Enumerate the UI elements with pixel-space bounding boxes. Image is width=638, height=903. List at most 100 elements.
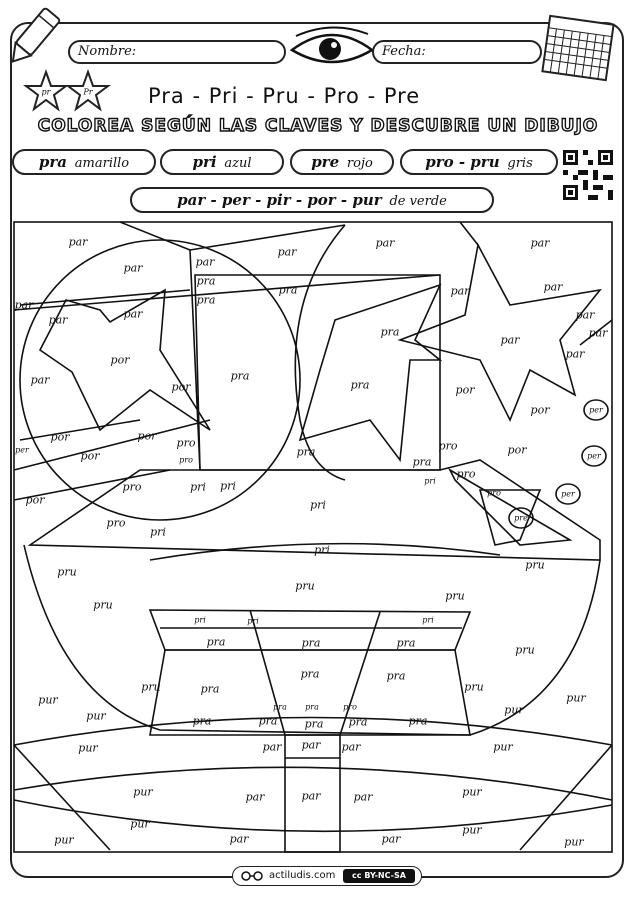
region-label: pru: [141, 680, 161, 694]
region-label: pri: [220, 479, 236, 493]
region-label: par: [375, 236, 395, 250]
region-label: par: [353, 790, 373, 804]
region-label: pra: [386, 669, 406, 683]
key-pra: pra amarillo: [12, 149, 156, 175]
key-pre: pre rojo: [290, 149, 394, 175]
region-label: pru: [445, 589, 465, 603]
region-label: per: [589, 405, 603, 415]
region-label: pru: [464, 680, 484, 694]
region-label: pra: [206, 635, 226, 649]
region-label: por: [171, 380, 191, 394]
region-label: par: [123, 307, 143, 321]
region-label: pur: [462, 785, 482, 799]
region-label: par: [195, 255, 215, 269]
region-label: pru: [525, 558, 545, 572]
footer-site: actiludis.com: [269, 870, 336, 881]
region-label: pra: [258, 714, 278, 728]
glasses-icon: [241, 871, 263, 881]
region-label: pra: [304, 717, 324, 731]
region-label: pur: [130, 817, 150, 831]
region-label: por: [110, 353, 130, 367]
region-label: pru: [515, 643, 535, 657]
region-label: par: [500, 333, 520, 347]
region-label: pro: [487, 488, 501, 498]
pencil-icon: [11, 7, 61, 63]
region-label: pra: [196, 274, 216, 288]
region-label: por: [507, 443, 527, 457]
region-label: par: [48, 313, 68, 327]
region-label: pro: [179, 455, 193, 465]
license-badge: cc BY-NC-SA: [343, 869, 415, 883]
region-label: pra: [300, 667, 320, 681]
region-label: pur: [504, 703, 524, 717]
region-label: pra: [396, 636, 416, 650]
region-label: pro: [456, 467, 476, 481]
eye-icon: [289, 26, 375, 64]
region-label: pri: [424, 476, 436, 486]
region-label: pro: [106, 516, 126, 530]
region-label: pro: [122, 480, 142, 494]
region-label: pru: [295, 579, 315, 593]
region-label: pra: [380, 325, 400, 339]
syllables-title: Pra - Pri - Pru - Pro - Pre: [148, 84, 421, 108]
calendar-icon: [541, 14, 615, 82]
region-label: pra: [348, 715, 368, 729]
region-label: pra: [305, 702, 319, 712]
region-label: pur: [133, 785, 153, 799]
region-label: par: [301, 789, 321, 803]
region-label: par: [30, 373, 50, 387]
region-label: pra: [230, 369, 250, 383]
region-label: par: [229, 832, 249, 846]
region-label: par: [450, 284, 470, 298]
region-label: per: [15, 445, 29, 455]
region-label: par: [123, 261, 143, 275]
region-label: par: [245, 790, 265, 804]
region-label: pur: [493, 740, 513, 754]
key-pri: pri azul: [160, 149, 284, 175]
region-label: par: [565, 347, 585, 361]
region-label: pur: [566, 691, 586, 705]
region-label: par: [543, 280, 563, 294]
region-label: pur: [38, 693, 58, 707]
region-label: pra: [412, 455, 432, 469]
region-label: pra: [350, 378, 370, 392]
region-label: par: [301, 738, 321, 752]
region-label: pur: [78, 741, 98, 755]
region-label: per: [561, 489, 575, 499]
region-label: par: [530, 236, 550, 250]
name-label: Nombre:: [78, 44, 137, 59]
footer-badge: actiludis.com cc BY-NC-SA: [232, 866, 422, 886]
region-label: par: [277, 245, 297, 259]
region-label: por: [25, 493, 45, 507]
region-label: per: [587, 451, 601, 461]
region-label: pro: [438, 439, 458, 453]
region-label: por: [530, 403, 550, 417]
key-pro-pru: pro - pru gris: [400, 149, 558, 175]
region-label: pro: [343, 702, 357, 712]
region-label: pur: [462, 823, 482, 837]
region-label: par: [68, 235, 88, 249]
region-label: pri: [247, 616, 259, 626]
region-label: pra: [200, 682, 220, 696]
region-label: pru: [57, 565, 77, 579]
region-label: pur: [86, 709, 106, 723]
star-icon-left: [23, 69, 69, 112]
region-label: por: [137, 429, 157, 443]
region-label: pri: [310, 498, 326, 512]
region-label: pra: [301, 636, 321, 650]
instruction-title: COLOREA SEGÚN LAS CLAVES Y DESCUBRE UN D…: [37, 115, 599, 136]
region-label: pur: [564, 835, 584, 849]
name-field[interactable]: Nombre:: [68, 40, 286, 64]
region-label: par: [575, 308, 595, 322]
region-label: pra: [296, 445, 316, 459]
region-label: pru: [93, 598, 113, 612]
region-label: por: [50, 430, 70, 444]
region-label: pri: [422, 615, 434, 625]
date-field[interactable]: Fecha:: [372, 40, 542, 64]
region-label: pre: [514, 513, 528, 523]
region-label: pra: [192, 714, 212, 728]
region-label: par: [588, 326, 608, 340]
region-label: pri: [314, 543, 330, 557]
region-label: pur: [54, 833, 74, 847]
